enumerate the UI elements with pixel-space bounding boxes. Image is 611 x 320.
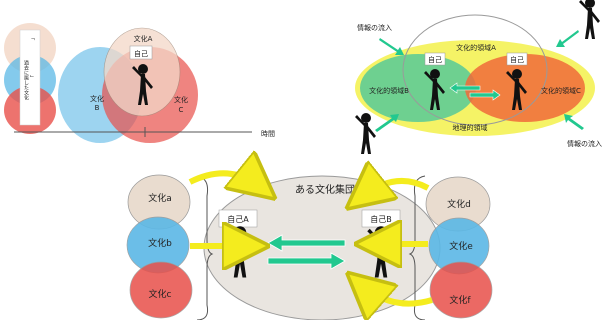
outside-person-top-icon [579,0,600,39]
past-culture-note-text: 過去に属した文化 [23,59,29,101]
culture-b-label-2: B [95,104,100,112]
info-inflow-arrow-bottom-left-icon [375,114,399,132]
left-panel: 「 」 過去に属した文化 文化A 文化 B 文化 C 自己 時間 [4,23,275,143]
culture-a-label-bottom: 文化a [148,192,172,204]
culture-b-label-bottom: 文化b [148,237,172,249]
domain-c-ellipse [465,54,585,122]
exchange-arrow-to-b-icon [267,252,346,270]
past-culture-note-box [19,29,41,126]
domain-b-ellipse [360,54,476,122]
bottom-panel: ある文化集団 文化a 文化b 文化c 文化d 文化e 文化f 自己A 自己B [126,173,493,320]
info-inflow-label-bottom: 情報の流入 [567,139,602,148]
self-right-label: 自己 [510,55,524,64]
culture-b-label-1: 文化 [90,94,104,103]
right-bracket [408,175,426,320]
info-inflow-label-top: 情報の流入 [357,23,392,32]
info-inflow-arrow-top-left-icon [379,38,404,55]
culture-c-label-1: 文化 [174,95,188,104]
self-left-label: 自己 [428,55,442,64]
self-b-label: 自己B [370,214,392,224]
self-label: 自己 [134,49,148,58]
self-label-box [129,45,153,60]
geographic-domain-label: 地理的領域 [453,123,488,132]
culture-f-label: 文化f [449,294,471,306]
culture-a-label: 文化A [134,34,153,43]
domain-c-label: 文化的領域C [541,86,581,95]
culture-f-circle [429,261,493,319]
self-right-box [506,52,528,66]
past-culture-note-bracket: 「 」 [29,35,35,80]
domain-b-label: 文化的領域B [369,86,409,95]
culture-c-label-bottom: 文化c [149,288,172,300]
left-bracket [196,175,214,320]
time-axis-label: 時間 [261,130,275,138]
info-inflow-arrow-top-right-icon [556,30,579,47]
influence-arrow-a-icon [188,173,262,188]
exchange-arrow-to-a-icon [267,234,346,252]
cultural-group-title: ある文化集団 [295,183,355,196]
domain-a-label: 文化的領域A [456,43,496,52]
culture-c-label-2: C [179,106,184,114]
self-a-label: 自己A [227,214,249,224]
outside-person-bottom-icon [355,113,376,154]
culture-d-label: 文化d [447,198,471,210]
exchange-arrow-right-icon [469,89,501,101]
culture-c-circle-bottom [129,261,193,319]
exchange-arrow-left-icon [449,82,481,94]
right-panel: 文化的領域A 文化的領域B 文化的領域C 地理的領域 自己 自己 情報の流入 情… [355,0,602,154]
influence-arrow-f-icon [360,284,433,304]
info-inflow-arrow-bottom-right-icon [564,114,584,130]
culture-e-label: 文化e [449,240,473,252]
domain-a-ellipse [402,14,548,126]
self-left-box [424,52,446,66]
influence-arrow-d-icon [360,181,430,198]
